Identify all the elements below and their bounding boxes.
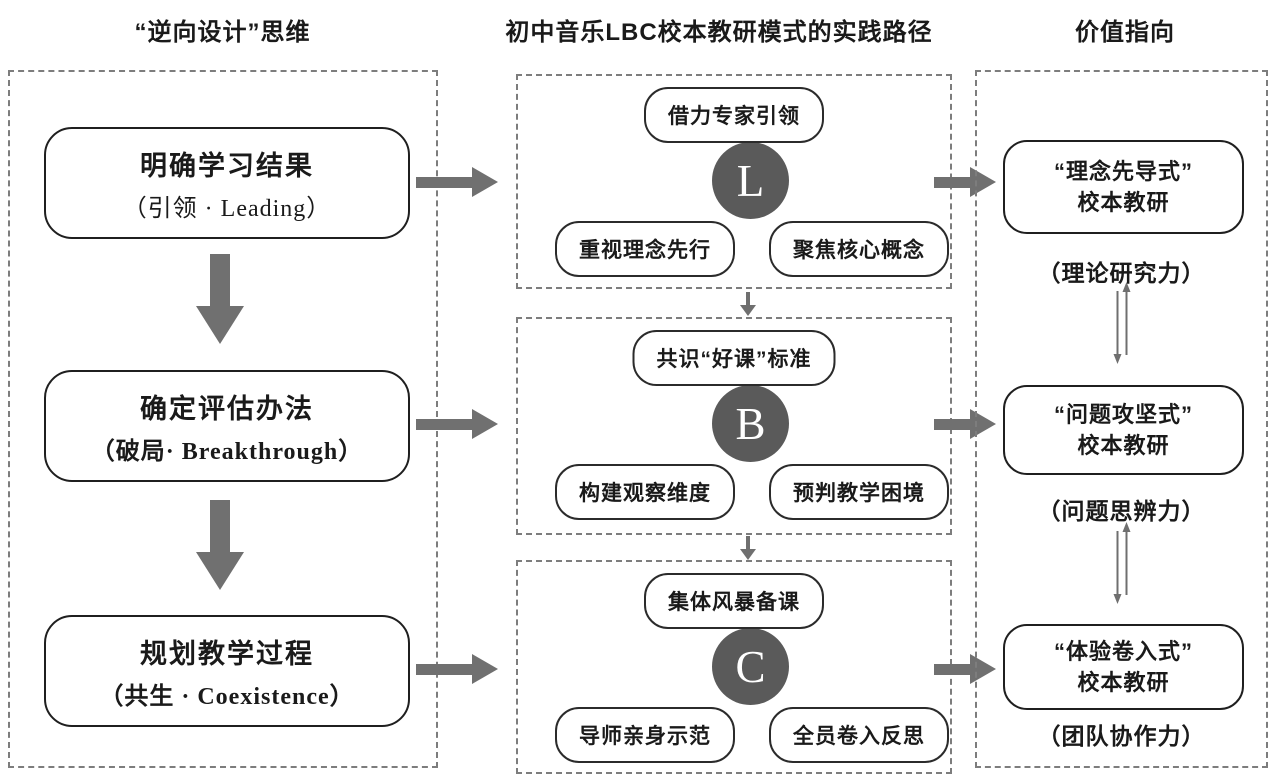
outcome-line1: “理念先导式” [1053,159,1193,184]
right-arrow-icon [416,654,498,684]
practice-pill: 重视理念先行 [555,221,735,277]
stage-subtitle: （共生 · Coexistence） [99,683,355,710]
header-reverse-design: “逆向设计”思维 [134,19,311,46]
left-column-container: 明确学习结果 （引领 · Leading） 确定评估办法 （破局· Breakt… [8,70,438,768]
stage-box-teaching-process: 规划教学过程 （共生 · Coexistence） [44,615,410,727]
practice-pill: 构建观察维度 [555,464,735,520]
practice-pill: 预判教学困境 [769,464,949,520]
down-arrow-icon [196,500,244,590]
stage-subtitle: （引领 · Leading） [122,195,332,222]
stage-box-learning-results: 明确学习结果 （引领 · Leading） [44,127,410,239]
up-down-exchange-arrows-icon [1113,522,1130,604]
letter-circle-C: C [712,628,789,705]
letter-circle-B: B [712,385,789,462]
outcome-box-problem-solving: “问题攻坚式” 校本教研 [1003,385,1244,475]
practice-pill: 导师亲身示范 [555,707,735,763]
header-practice-path: 初中音乐LBC校本教研模式的实践路径 [505,19,933,46]
up-down-exchange-arrows-icon [1113,282,1130,364]
outcome-line1: “问题攻坚式” [1053,402,1193,427]
outcome-line2: 校本教研 [1077,190,1170,215]
stage-title: 确定评估办法 [140,393,314,424]
letter-circle-L: L [712,142,789,219]
outcome-caption: （问题思辨力） [1037,498,1206,524]
outcome-box-experience-involvement: “体验卷入式” 校本教研 [1003,624,1244,710]
stage-title: 明确学习结果 [140,150,314,181]
right-arrow-icon [416,167,498,197]
practice-pill: 聚焦核心概念 [769,221,949,277]
right-arrow-icon [934,167,996,197]
right-arrow-icon [934,409,996,439]
practice-pill: 共识“好课”标准 [632,330,836,386]
practice-pill: 集体风暴备课 [644,573,824,629]
outcome-caption: （理论研究力） [1037,260,1206,286]
outcome-line2: 校本教研 [1077,670,1170,695]
middle-section-coexistence: 集体风暴备课 C 导师亲身示范 全员卷入反思 [516,560,952,774]
right-arrow-icon [416,409,498,439]
down-arrow-icon [740,536,756,560]
stage-title: 规划教学过程 [140,638,314,669]
middle-section-breakthrough: 共识“好课”标准 B 构建观察维度 预判教学困境 [516,317,952,535]
header-value-direction: 价值指向 [1075,19,1175,46]
down-arrow-icon [196,254,244,344]
down-arrow-icon [740,292,756,316]
practice-pill: 借力专家引领 [644,87,824,143]
stage-box-assessment-methods: 确定评估办法 （破局· Breakthrough） [44,370,410,482]
practice-pill: 全员卷入反思 [769,707,949,763]
stage-subtitle: （破局· Breakthrough） [90,438,364,465]
outcome-caption: （团队协作力） [1037,723,1206,749]
right-arrow-icon [934,654,996,684]
outcome-box-concept-led: “理念先导式” 校本教研 [1003,140,1244,234]
right-column-container: “理念先导式” 校本教研 （理论研究力） “问题攻坚式” 校本教研 （问题思辨力… [975,70,1268,768]
outcome-line2: 校本教研 [1077,433,1170,458]
middle-section-leading: 借力专家引领 L 重视理念先行 聚焦核心概念 [516,74,952,289]
outcome-line1: “体验卷入式” [1053,639,1193,664]
